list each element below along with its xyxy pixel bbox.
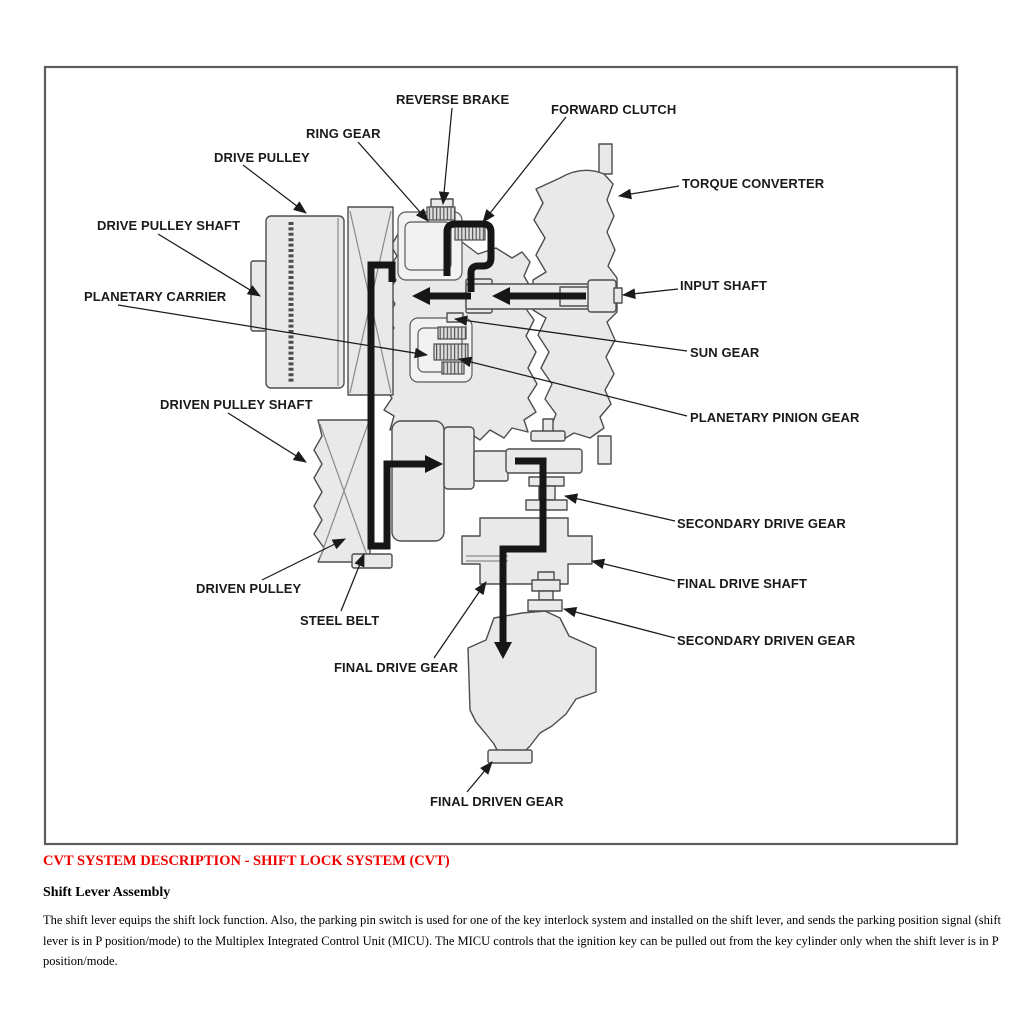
section-body: The shift lever equips the shift lock fu… <box>43 913 1001 968</box>
label-final-drive-shaft: FINAL DRIVE SHAFT <box>677 576 807 591</box>
section-heading: CVT SYSTEM DESCRIPTION - SHIFT LOCK SYST… <box>43 853 450 869</box>
label-input-shaft: INPUT SHAFT <box>680 278 767 293</box>
label-sun-gear: SUN GEAR <box>690 345 760 360</box>
label-ring-gear: RING GEAR <box>306 126 381 141</box>
label-drive-pulley-shaft: DRIVE PULLEY SHAFT <box>97 218 240 233</box>
reverse-brake-splines <box>426 206 456 221</box>
sun-gear-tab <box>446 312 464 323</box>
label-planetary-carrier: PLANETARY CARRIER <box>84 289 227 304</box>
label-secondary-driven-gear: SECONDARY DRIVEN GEAR <box>677 633 856 648</box>
label-steel-belt: STEEL BELT <box>300 613 379 628</box>
label-final-driven-gear: FINAL DRIVEN GEAR <box>430 794 564 809</box>
clutch-planetary-shapes <box>397 198 486 383</box>
leader-lines <box>117 107 688 793</box>
section-subheading: Shift Lever Assembly <box>43 885 171 900</box>
label-final-drive-gear: FINAL DRIVE GEAR <box>334 660 459 675</box>
section-text: CVT SYSTEM DESCRIPTION - SHIFT LOCK SYST… <box>43 853 1005 972</box>
label-reverse-brake: REVERSE BRAKE <box>396 92 509 107</box>
label-secondary-drive-gear: SECONDARY DRIVE GEAR <box>677 516 846 531</box>
driven-pulley-shaft-shape <box>391 418 583 542</box>
label-driven-pulley: DRIVEN PULLEY <box>196 581 302 596</box>
label-forward-clutch: FORWARD CLUTCH <box>551 102 676 117</box>
label-driven-pulley-shaft: DRIVEN PULLEY SHAFT <box>160 397 313 412</box>
sun-gear-splines <box>437 326 467 340</box>
label-torque-converter: TORQUE CONVERTER <box>682 176 825 191</box>
planetary-pinion-splines <box>433 343 469 361</box>
power-flow-path <box>367 220 586 659</box>
label-drive-pulley: DRIVE PULLEY <box>214 150 310 165</box>
label-planetary-pinion-gear: PLANETARY PINION GEAR <box>690 410 860 425</box>
